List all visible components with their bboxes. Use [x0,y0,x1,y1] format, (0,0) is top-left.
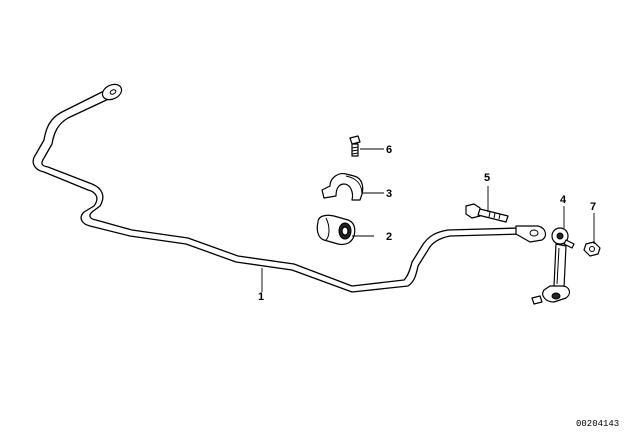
coupling-link [531,227,575,305]
callout-1: 1 [258,291,264,303]
clamp-bracket [321,173,364,201]
hex-bolt [465,203,509,223]
callout-6: 6 [386,144,392,156]
screw-part [349,135,361,157]
callout-5: 5 [484,172,490,184]
hex-nut [583,241,601,257]
callout-4: 4 [560,194,567,206]
callout-7: 7 [590,201,596,213]
document-number: 00204143 [576,419,619,429]
rubber-bushing [316,214,356,246]
leader-lines [261,148,595,292]
callout-3: 3 [386,188,392,200]
stabilizer-bar [32,83,547,293]
callout-2: 2 [386,231,392,243]
